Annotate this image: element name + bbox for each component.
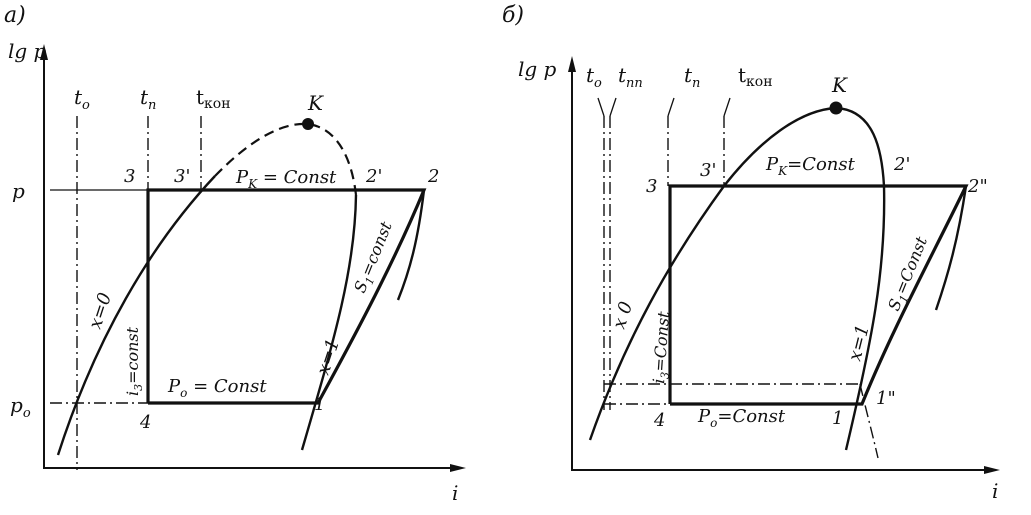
panel-b-tag: б) xyxy=(502,3,524,28)
panel-b-axes xyxy=(571,70,990,471)
panel-b-x0-curve xyxy=(588,185,725,441)
panel-a-i3-const-label: i3=const xyxy=(123,326,145,396)
panel-a-point-1: 1 xyxy=(314,394,325,415)
panel-b-tkon-label: tкон xyxy=(738,63,773,90)
panel-a: а) lg p i p po to tn tкон K xyxy=(4,3,466,505)
panel-a-x-arrow xyxy=(450,464,466,472)
panel-a-t0-label: to xyxy=(74,85,90,113)
panel-b-tn-label: tп xyxy=(684,63,700,91)
panel-b-superheat-tail xyxy=(859,383,879,459)
panel-a-p0-const: Po = Const xyxy=(167,376,267,400)
panel-a-p-label: p xyxy=(12,179,25,203)
panel-b-critical-point xyxy=(829,101,843,115)
panel-a-k-label: K xyxy=(307,91,324,115)
panel-b-tkon-tick xyxy=(723,97,731,117)
panel-b-tpp-label: tпп xyxy=(618,63,643,91)
panel-a-p0-label: po xyxy=(10,393,31,421)
panel-b-x1-label: x=1 xyxy=(844,323,873,364)
panel-b: б) lg p i to tпп tп tкон xyxy=(502,3,1000,503)
panel-a-x-axis-label: i xyxy=(452,481,458,505)
panel-a-point-2p: 2' xyxy=(365,166,382,187)
panel-b-t0-tick xyxy=(597,97,605,117)
panel-a-y-arrow xyxy=(40,44,48,60)
panel-a-point-3p: 3' xyxy=(174,166,190,187)
panel-a-tn-label: tn xyxy=(140,85,156,113)
panel-b-x0-label: x 0 xyxy=(609,299,637,331)
panel-a-y-axis-label: lg p xyxy=(8,39,47,63)
panel-b-i3-const-label: i3=Const xyxy=(649,310,676,384)
panel-b-pk-const: PK=Const xyxy=(765,154,856,178)
panel-b-s1-line xyxy=(934,185,968,311)
panel-a-dome-dashed xyxy=(214,122,358,196)
panel-a-tkon-label: tкон xyxy=(196,85,231,112)
panel-a-point-3: 3 xyxy=(124,166,135,187)
panel-b-y-arrow xyxy=(568,56,576,72)
panel-b-x-arrow xyxy=(984,466,1000,474)
panel-b-point-2p: 2' xyxy=(893,154,910,175)
panel-a-cycle xyxy=(146,188,427,405)
panel-b-tpp-tick xyxy=(609,97,617,117)
panel-b-s1-const-label: S1=Const xyxy=(884,233,934,314)
panel-a-point-2: 2 xyxy=(427,166,439,187)
panel-a-critical-point xyxy=(302,118,314,130)
panel-a-axes xyxy=(43,58,456,469)
panel-a-x1-label: x=1 xyxy=(313,336,344,377)
panel-b-point-4: 4 xyxy=(653,410,665,431)
panel-b-t0-label: to xyxy=(586,63,602,91)
panel-b-y-axis-label: lg p xyxy=(518,57,557,81)
panel-b-p0-const: Po=Const xyxy=(697,406,786,430)
panel-b-point-1: 1 xyxy=(832,408,843,429)
panel-a-x1-curve xyxy=(300,194,358,451)
panel-a-point-4: 4 xyxy=(139,412,151,433)
panel-b-k-label: K xyxy=(831,73,848,97)
panel-b-x1-curve xyxy=(844,185,886,451)
panel-b-point-3: 3 xyxy=(646,176,657,197)
panel-a-s1-line xyxy=(396,189,426,301)
panel-b-tn-tick xyxy=(667,97,675,117)
panel-a-pk-const: PK = Const xyxy=(235,167,337,191)
panel-b-cycle xyxy=(668,184,969,406)
panel-b-x-axis-label: i xyxy=(992,479,998,503)
panel-a-tag: а) xyxy=(4,3,26,28)
panel-a-x0-curve xyxy=(56,175,216,456)
panel-b-point-2pp: 2" xyxy=(967,176,988,197)
panel-b-point-1pp: 1" xyxy=(876,388,896,409)
panel-a-s1-const-label: S1=const xyxy=(350,218,399,296)
panel-b-point-3p: 3' xyxy=(700,160,716,181)
